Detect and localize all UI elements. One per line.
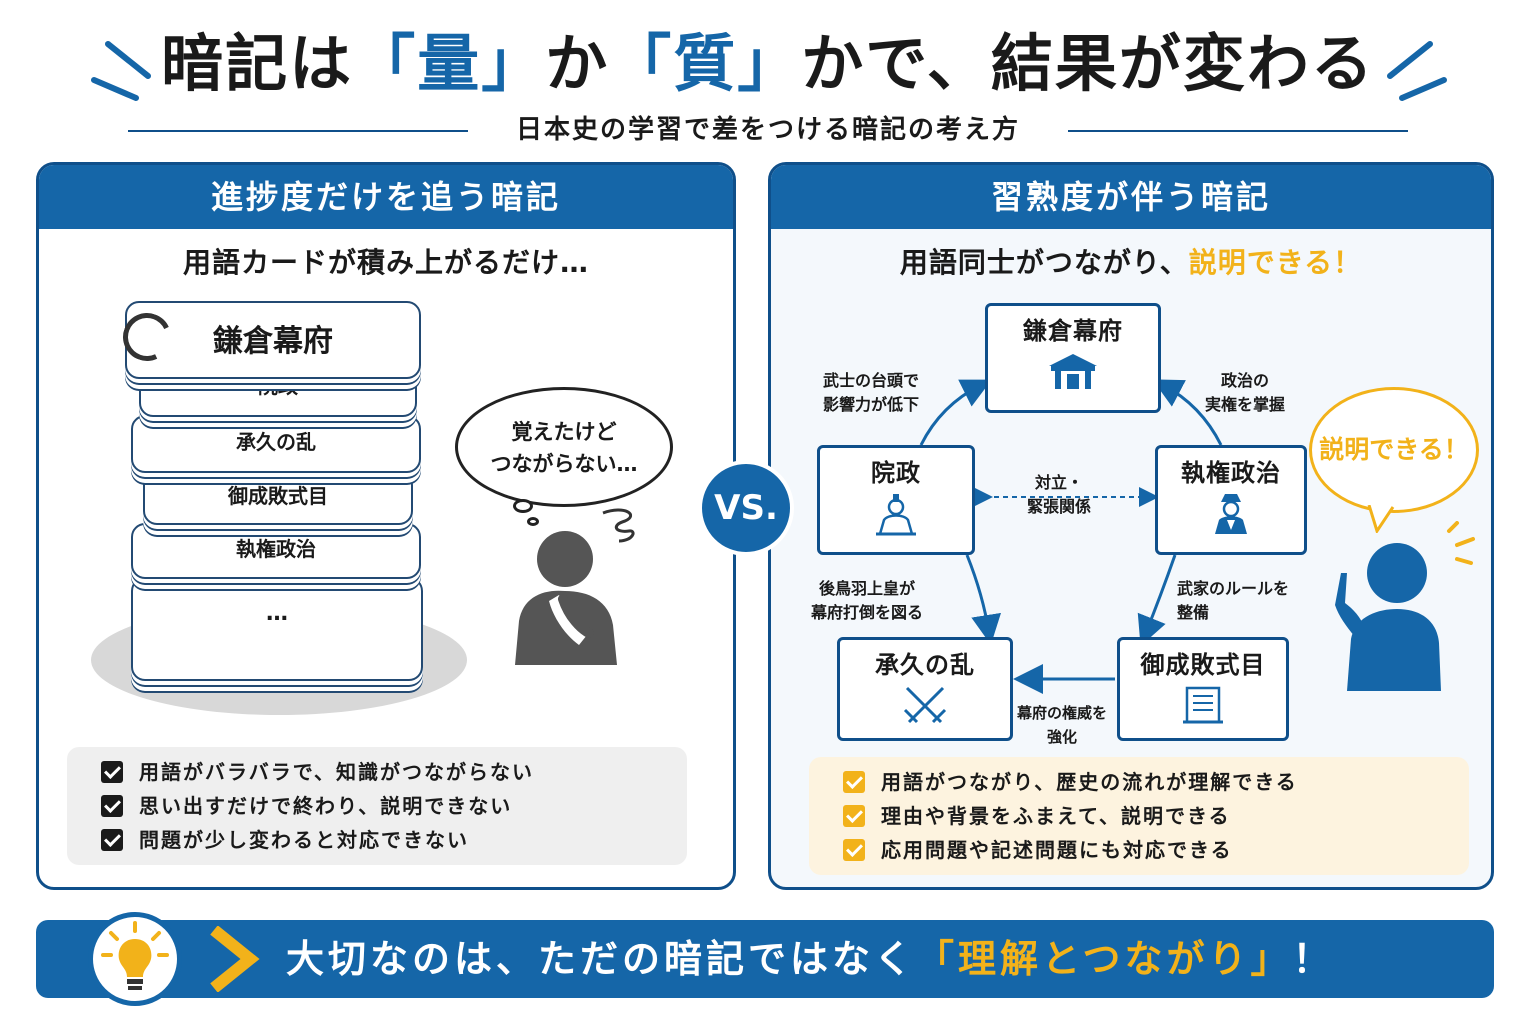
right-panel-heading: 習熟度が伴う暗記	[771, 165, 1491, 229]
retired-emperor-icon	[876, 494, 916, 536]
list-item: 思い出すだけで終わり、説明できない	[101, 789, 512, 823]
list-item: 問題が少し変わると対応できない	[101, 823, 469, 857]
confused-swirl-icon	[602, 508, 635, 543]
left-panel-lead: 用語カードが積み上がるだけ…	[182, 246, 589, 279]
left-checklist: 用語がバラバラで、知識がつながらない 思い出すだけで終わり、説明できない 問題が…	[67, 747, 687, 865]
subtitle-divider-left	[128, 130, 468, 132]
chevron-right-icon	[210, 926, 260, 992]
crossed-swords-icon	[903, 686, 947, 724]
title-highlight-quantity: 量	[417, 27, 482, 100]
list-item: 用語がつながり、歴史の流れが理解できる	[843, 765, 1298, 799]
scroll-document-icon	[1183, 686, 1223, 724]
checkbox-icon	[843, 839, 865, 861]
edge-label-shikken-goseibai: 武家のルールを 整備	[1177, 579, 1290, 622]
left-panel: 進捗度だけを追う暗記 用語カードが積み上がるだけ… … 執権政治 御成敗式目 承…	[36, 162, 736, 890]
node-shikken: 執権政治	[1155, 445, 1307, 555]
list-item: 理由や背景をふまえて、説明できる	[843, 799, 1231, 833]
shogunate-gate-icon	[1049, 354, 1097, 389]
thinking-person-icon	[515, 531, 617, 665]
checkbox-icon	[101, 761, 123, 783]
bottom-message-highlight: 「理解とつながり」	[916, 937, 1293, 981]
list-item: 用語がバラバラで、知識がつながらない	[101, 755, 534, 789]
bottom-message: 大切なのは、ただの暗記ではなく「理解とつながり」！	[286, 937, 1335, 981]
edge-label-insei-shikken: 対立・ 緊張関係	[1027, 473, 1092, 516]
regent-samurai-icon	[1215, 494, 1247, 534]
list-item: 応用問題や記述問題にも対応できる	[843, 833, 1233, 867]
checkbox-icon	[101, 795, 123, 817]
right-panel-lead: 用語同士がつながり、説明できる！	[899, 246, 1363, 279]
lightbulb-icon	[88, 912, 182, 1006]
left-panel-heading: 進捗度だけを追う暗記	[39, 165, 733, 229]
edge-label-insei-kamakura: 武士の台頭で 影響力が低下	[823, 371, 920, 414]
accent-lines-left-icon	[91, 41, 151, 101]
vs-badge: VS.	[698, 460, 794, 556]
node-goseibai: 御成敗式目	[1117, 637, 1289, 741]
speech-tail-icon	[1367, 505, 1395, 533]
relation-arrows	[919, 379, 1223, 694]
explaining-person-icon	[1335, 543, 1441, 691]
checkbox-icon	[843, 771, 865, 793]
checkbox-icon	[843, 805, 865, 827]
node-kamakura: 鎌倉幕府	[985, 303, 1161, 413]
bottom-banner: 大切なのは、ただの暗記ではなく「理解とつながり」！	[36, 912, 1494, 1006]
term-card: …	[131, 577, 423, 681]
page-title: 暗記は「量」か「質」かで、結果が変わる	[161, 27, 1375, 100]
thought-dot	[527, 517, 539, 526]
term-card: 承久の乱	[131, 415, 421, 473]
lightbulb-glyph-icon	[101, 921, 169, 990]
edge-label-insei-jokyu: 後鳥羽上皇が 幕府打倒を図る	[811, 579, 924, 622]
accent-lines-right-icon	[1387, 41, 1447, 101]
node-jokyu: 承久の乱	[837, 637, 1013, 741]
subtitle-row: 日本史の学習で差をつける暗記の考え方	[128, 112, 1408, 148]
edge-label-shikken-kamakura: 政治の 実権を掌握	[1205, 371, 1286, 414]
term-card-top: 鎌倉幕府	[125, 301, 421, 379]
term-card: 御成敗式目	[143, 471, 413, 525]
right-checklist: 用語がつながり、歴史の流れが理解できる 理由や背景をふまえて、説明できる 応用問…	[809, 757, 1469, 875]
thought-dot	[513, 499, 533, 513]
edge-label-goseibai-jokyu: 幕府の権威を 強化	[1017, 704, 1108, 746]
speech-bubble: 説明できる！	[1309, 387, 1479, 513]
subtitle-divider-right	[1068, 130, 1408, 132]
subtitle: 日本史の学習で差をつける暗記の考え方	[515, 115, 1020, 145]
lead-highlight: 説明できる！	[1188, 246, 1363, 279]
node-insei: 院政	[817, 445, 975, 555]
thought-bubble: 覚えたけど つながらない…	[455, 387, 673, 507]
checkbox-icon	[101, 829, 123, 851]
term-card: 執権政治	[131, 523, 421, 579]
excitement-lines-icon	[1447, 521, 1475, 565]
right-panel: 習熟度が伴う暗記 用語同士がつながり、説明できる！ 鎌倉幕府 院政	[768, 162, 1494, 890]
title-highlight-quality: 質	[673, 27, 738, 100]
